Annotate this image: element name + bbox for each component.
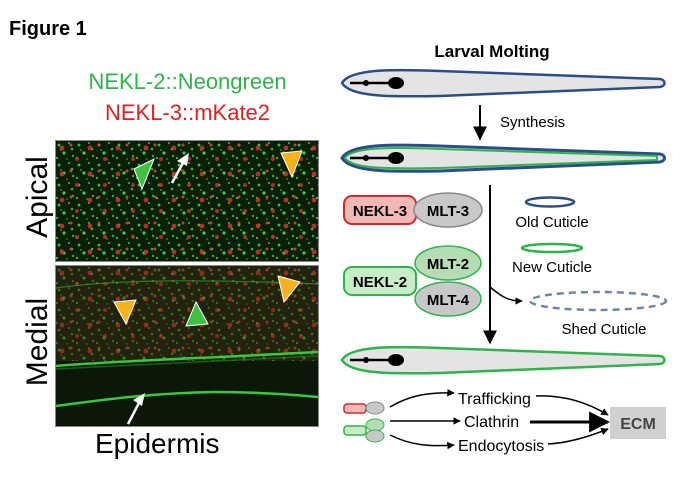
pathway-red-kinase-icon xyxy=(343,401,385,415)
step-synthesis: Synthesis xyxy=(500,114,565,131)
apical-micrograph xyxy=(55,140,319,262)
protein-mlt3 xyxy=(413,192,483,228)
medial-micrograph xyxy=(55,265,319,427)
ecm-box xyxy=(610,407,666,439)
path-trafficking: Trafficking xyxy=(458,391,531,408)
worm-old-cuticle xyxy=(340,68,666,98)
arrowhead-orange-icon xyxy=(113,299,137,326)
channel-label-red: NEKL-3::mKate2 xyxy=(104,100,271,125)
protein-nekl2-label: NEKL-2 xyxy=(353,274,407,291)
protein-mlt2-label: MLT-2 xyxy=(427,256,469,273)
label-apical: Apical xyxy=(21,156,54,238)
legend-shed-swatch xyxy=(528,290,668,312)
protein-nekl3-label: NEKL-3 xyxy=(353,203,407,220)
figure-title: Figure 1 xyxy=(9,18,87,40)
legend-shed: Shed Cuticle xyxy=(561,321,646,338)
ecm-label: ECM xyxy=(620,416,656,433)
arrowhead-green-icon xyxy=(133,157,155,191)
legend-old-swatch xyxy=(524,196,576,208)
label-epidermis: Epidermis xyxy=(95,428,220,459)
molting-diagram: Larval Molting Synthesis NEKL-3 MLT-3 NE… xyxy=(340,42,668,455)
label-medial: Medial xyxy=(21,297,54,387)
worm-new-cuticle xyxy=(340,345,666,375)
path-endocytosis: Endocytosis xyxy=(458,438,544,455)
protein-mlt4-label: MLT-4 xyxy=(427,292,470,309)
legend-old: Old Cuticle xyxy=(515,214,588,231)
diagram-title: Larval Molting xyxy=(434,42,549,61)
pathway-green-kinase-icon xyxy=(343,418,385,443)
protein-mlt4 xyxy=(414,281,482,317)
arrow-white-icon xyxy=(170,153,189,184)
legend-new-swatch xyxy=(520,242,584,254)
legend-new: New Cuticle xyxy=(512,259,592,276)
worm-synthesis xyxy=(340,143,666,173)
arrow-white-icon xyxy=(126,393,145,425)
channel-label-green: NEKL-2::Neongreen xyxy=(88,69,287,94)
arrowhead-green-icon xyxy=(185,300,209,327)
arrowhead-orange-icon xyxy=(277,275,301,304)
path-clathrin: Clathrin xyxy=(464,414,519,431)
protein-mlt2 xyxy=(414,245,482,281)
protein-mlt3-label: MLT-3 xyxy=(427,203,469,220)
protein-nekl2 xyxy=(343,266,417,296)
arrowhead-orange-icon xyxy=(280,150,303,179)
